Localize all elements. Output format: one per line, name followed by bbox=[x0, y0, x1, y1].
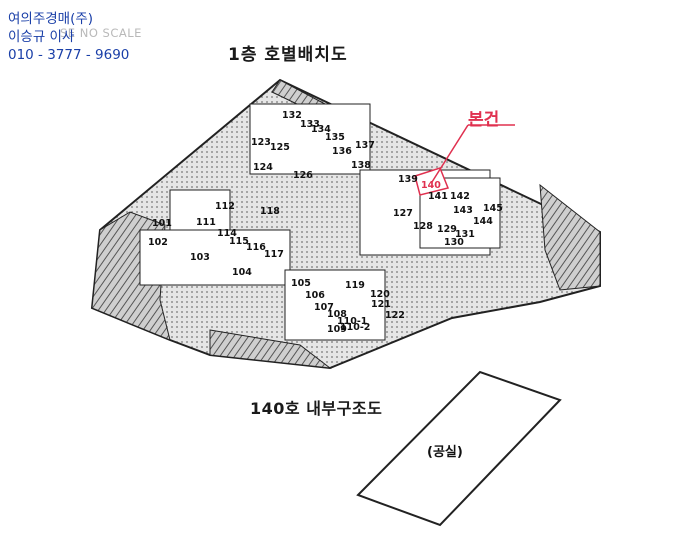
unit-label: 120 bbox=[370, 289, 390, 300]
unit-label: 105 bbox=[291, 278, 311, 289]
unit-label: 128 bbox=[413, 221, 433, 232]
unit-label: 103 bbox=[190, 252, 210, 263]
marker-pointer-line bbox=[431, 124, 469, 183]
scale-note: SE NO SCALE bbox=[60, 26, 142, 40]
unit-label: 106 bbox=[305, 290, 325, 301]
unit-label: 142 bbox=[450, 191, 470, 202]
contact-person: 이승규 이사 bbox=[8, 29, 75, 45]
unit-label: 101 bbox=[152, 218, 172, 229]
unit-label: 124 bbox=[253, 162, 273, 173]
unit-label: 114 bbox=[217, 228, 237, 239]
unit-label: 127 bbox=[393, 208, 413, 219]
unit-label: 136 bbox=[332, 146, 352, 157]
unit-label: 144 bbox=[473, 216, 493, 227]
unit-140-outline bbox=[356, 370, 562, 527]
room-block bbox=[249, 103, 371, 175]
east-wall-hatch bbox=[539, 183, 601, 291]
unit-label: 104 bbox=[232, 267, 252, 278]
south-wall-hatch bbox=[209, 329, 332, 369]
unit-label: 121 bbox=[371, 299, 391, 310]
contact-info: 여의주경매(주) 이승규 이사 010 - 3777 - 9690 bbox=[8, 10, 129, 64]
unit-label: 138 bbox=[351, 160, 371, 171]
unit-label: 110-2 bbox=[340, 322, 370, 333]
unit-label: 132 bbox=[282, 110, 302, 121]
unit-label: 141 bbox=[428, 191, 448, 202]
unit-label: 112 bbox=[215, 201, 235, 212]
phone-number: 010 - 3777 - 9690 bbox=[8, 47, 130, 63]
unit-label: 125 bbox=[270, 142, 290, 153]
unit-label: 117 bbox=[264, 249, 284, 260]
unit-label-highlight: 140 bbox=[421, 180, 441, 191]
unit-label: 102 bbox=[148, 237, 168, 248]
unit-label: 107 bbox=[314, 302, 334, 313]
unit-label: 118 bbox=[260, 206, 280, 217]
room-block bbox=[284, 269, 386, 341]
unit-label: 134 bbox=[311, 124, 331, 135]
unit-label: 133 bbox=[300, 119, 320, 130]
unit-label: 139 bbox=[398, 174, 418, 185]
unit-label: 145 bbox=[483, 203, 503, 214]
unit-label: 116 bbox=[246, 242, 266, 253]
unit-label: 130 bbox=[444, 237, 464, 248]
unit-label: 109 bbox=[327, 324, 347, 335]
unit-label: 129 bbox=[437, 224, 457, 235]
company-name: 여의주경매(주) bbox=[8, 11, 94, 27]
unit-label: 137 bbox=[355, 140, 375, 151]
unit-label: 135 bbox=[325, 132, 345, 143]
vacant-label: (공실) bbox=[427, 444, 463, 460]
unit-label: 108 bbox=[327, 309, 347, 320]
unit-label: 131 bbox=[455, 229, 475, 240]
unit-label: 111 bbox=[196, 217, 216, 228]
target-unit-marker: 본건 bbox=[468, 110, 500, 130]
unit-label: 115 bbox=[229, 236, 249, 247]
unit-label: 110-1 bbox=[337, 316, 367, 327]
unit-label: 119 bbox=[345, 280, 365, 291]
unit-label: 143 bbox=[453, 205, 473, 216]
room-block bbox=[139, 229, 291, 286]
unit-detail-title: 140호 내부구조도 bbox=[250, 399, 383, 418]
unit-label: 123 bbox=[251, 137, 271, 148]
unit-label: 122 bbox=[385, 310, 405, 321]
page-title: 1층 호별배치도 bbox=[228, 45, 348, 65]
unit-label: 126 bbox=[293, 170, 313, 181]
